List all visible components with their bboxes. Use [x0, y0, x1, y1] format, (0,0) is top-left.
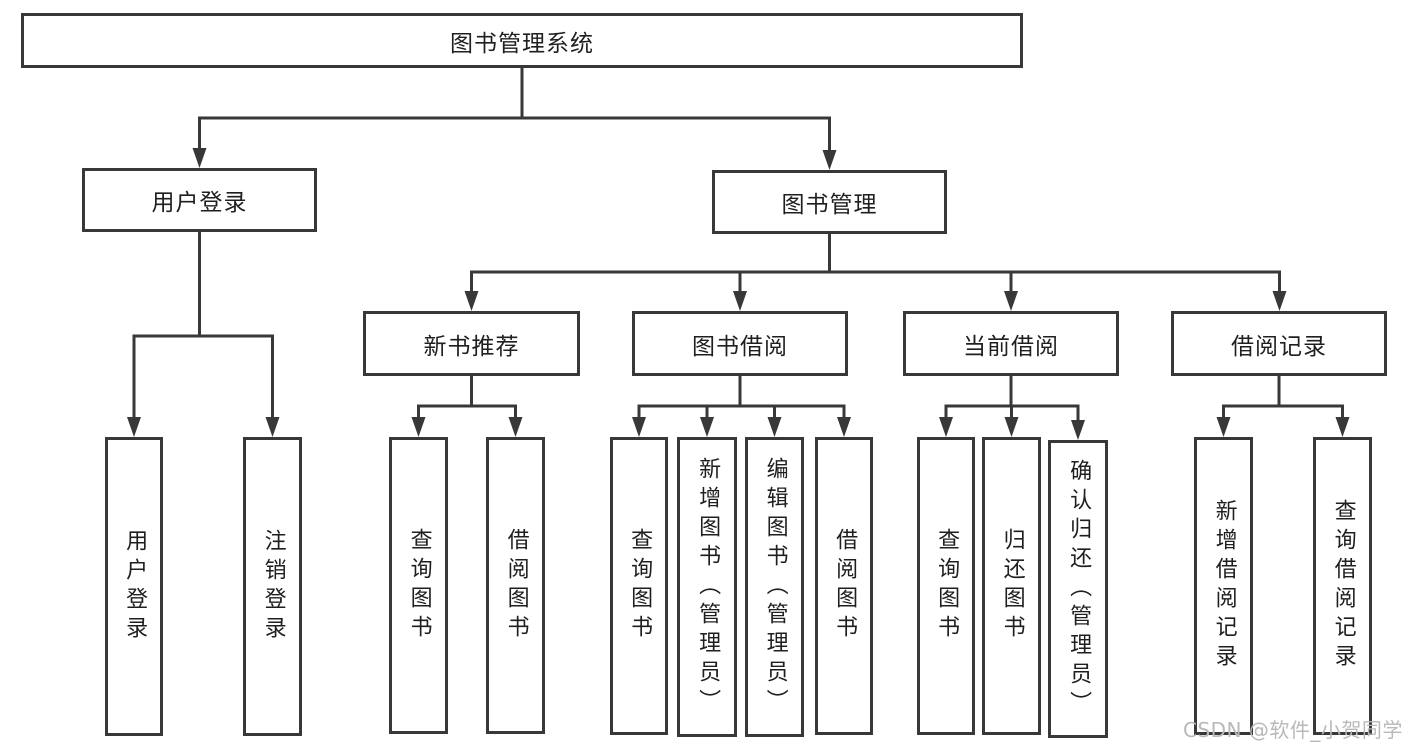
node-new-book-recommendation: 新书推荐 — [363, 311, 580, 376]
leaf-label: 借阅图书 — [503, 527, 529, 644]
arrow-down-icon — [508, 417, 523, 437]
node-label: 新书推荐 — [423, 333, 520, 360]
arrow-down-icon — [1335, 417, 1350, 437]
leaf-return-books: 归还图书 — [982, 437, 1041, 735]
arrow-down-icon — [1216, 417, 1231, 437]
leaf-label: 查询图书 — [627, 528, 653, 644]
leaf-borrow-books: 借阅图书 — [815, 437, 873, 735]
leaf-recommend-query-books: 查询图书 — [389, 437, 448, 734]
leaf-label: 查询借阅记录 — [1330, 499, 1356, 673]
arrow-down-icon — [192, 148, 207, 168]
node-label: 图书借阅 — [692, 333, 788, 360]
arrow-down-icon — [733, 291, 747, 311]
node-current-borrowing: 当前借阅 — [903, 311, 1119, 376]
leaf-add-borrow-record: 新增借阅记录 — [1194, 437, 1253, 735]
arrow-down-icon — [1004, 417, 1019, 437]
arrow-down-icon — [767, 417, 782, 437]
leaf-query-borrow-record: 查询借阅记录 — [1313, 437, 1372, 735]
arrow-down-icon — [632, 417, 646, 437]
arrow-down-icon — [939, 417, 953, 437]
leaf-label: 归还图书 — [999, 528, 1025, 644]
node-label: 图书管理 — [781, 192, 878, 218]
leaf-add-books-admin: 新增图书（管理员） — [677, 437, 737, 737]
node-borrowing-records: 借阅记录 — [1171, 311, 1387, 376]
leaf-label: 查询图书 — [934, 528, 960, 644]
leaf-label: 用户登录 — [122, 528, 148, 645]
arrow-down-icon — [1071, 420, 1085, 440]
leaf-label: 新增图书（管理员） — [695, 456, 721, 718]
leaf-label: 新增借阅记录 — [1211, 499, 1237, 673]
leaf-label: 确认归还（管理员） — [1066, 458, 1092, 720]
csdn-watermark: CSDN @软件_小贺同学 — [1183, 718, 1403, 742]
arrow-down-icon — [700, 417, 714, 437]
arrow-down-icon — [464, 291, 479, 311]
leaf-label: 编辑图书（管理员） — [762, 456, 788, 718]
node-label: 用户登录 — [151, 190, 248, 216]
leaf-confirm-return-admin: 确认归还（管理员） — [1048, 440, 1108, 738]
node-label: 借阅记录 — [1231, 333, 1327, 360]
leaf-user-login: 用户登录 — [105, 437, 163, 736]
leaf-logout: 注销登录 — [243, 437, 302, 736]
node-label: 当前借阅 — [963, 333, 1059, 360]
node-user-login: 用户登录 — [82, 168, 317, 232]
leaf-label: 注销登录 — [260, 528, 286, 645]
arrow-down-icon — [837, 417, 851, 437]
leaf-recommend-borrow-books: 借阅图书 — [486, 437, 545, 734]
node-library-management-system: 图书管理系统 — [21, 13, 1023, 68]
leaf-borrow-query-books: 查询图书 — [610, 437, 668, 735]
arrow-down-icon — [411, 417, 426, 437]
arrow-down-icon — [1272, 291, 1287, 311]
arrow-down-icon — [127, 417, 141, 437]
leaf-label: 借阅图书 — [832, 528, 858, 644]
leaf-current-query-books: 查询图书 — [917, 437, 975, 735]
node-label: 图书管理系统 — [450, 30, 594, 57]
node-book-borrowing: 图书借阅 — [632, 311, 848, 376]
arrow-down-icon — [822, 150, 837, 170]
arrow-down-icon — [1004, 291, 1018, 311]
leaf-edit-books-admin: 编辑图书（管理员） — [745, 437, 804, 737]
arrow-down-icon — [265, 417, 280, 437]
node-book-management: 图书管理 — [712, 170, 947, 234]
leaf-label: 查询图书 — [406, 527, 432, 644]
